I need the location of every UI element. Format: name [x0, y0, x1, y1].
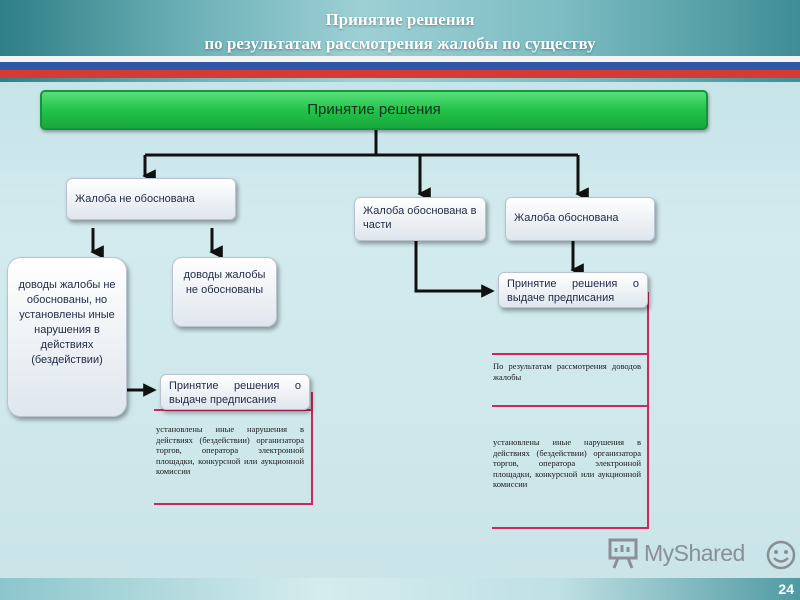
box-order-decision-left: Принятие решения о выдаче предписания: [160, 374, 310, 410]
flag-stripe-blue: [0, 62, 800, 70]
flag-stripe-red: [0, 70, 800, 78]
footer-band: [0, 578, 800, 600]
decision-main-box: Принятие решения: [40, 90, 708, 130]
arrow-partly-to-order: [414, 240, 495, 298]
slide-title: Принятие решения по результатам рассмотр…: [0, 8, 800, 56]
logo-text: MyShared: [644, 540, 745, 566]
box-args-not-justified: доводы жалобы не обоснованы: [172, 257, 277, 327]
page-number: 24: [778, 581, 794, 597]
title-line-2: по результатам рассмотрения жалобы по су…: [204, 34, 596, 53]
presentation-icon: [608, 538, 638, 569]
note-left-violations: установлены иные нарушения в действиях (…: [156, 424, 304, 476]
note-right-by-args: По результатам рассмотрения доводов жало…: [493, 361, 641, 382]
box-justified: Жалоба обоснована: [505, 197, 655, 241]
box-not-justified: Жалоба не обоснована: [66, 178, 236, 220]
left-bracket: [154, 392, 313, 505]
note-right-violations: установлены иные нарушения в действиях (…: [493, 437, 641, 489]
myshared-logo: MyShared: [606, 536, 798, 574]
box-order-decision-right: Принятие решения о выдаче предписания: [498, 272, 648, 308]
box-partly-justified: Жалоба обоснована в части: [354, 197, 486, 241]
title-line-1: Принятие решения: [325, 10, 475, 29]
flag-stripe-white: [0, 56, 800, 62]
box-args-not-justified-other-violations: доводы жалобы не обоснованы, но установл…: [7, 257, 127, 417]
right-bracket: [492, 292, 649, 529]
smiley-icon: [766, 540, 796, 570]
